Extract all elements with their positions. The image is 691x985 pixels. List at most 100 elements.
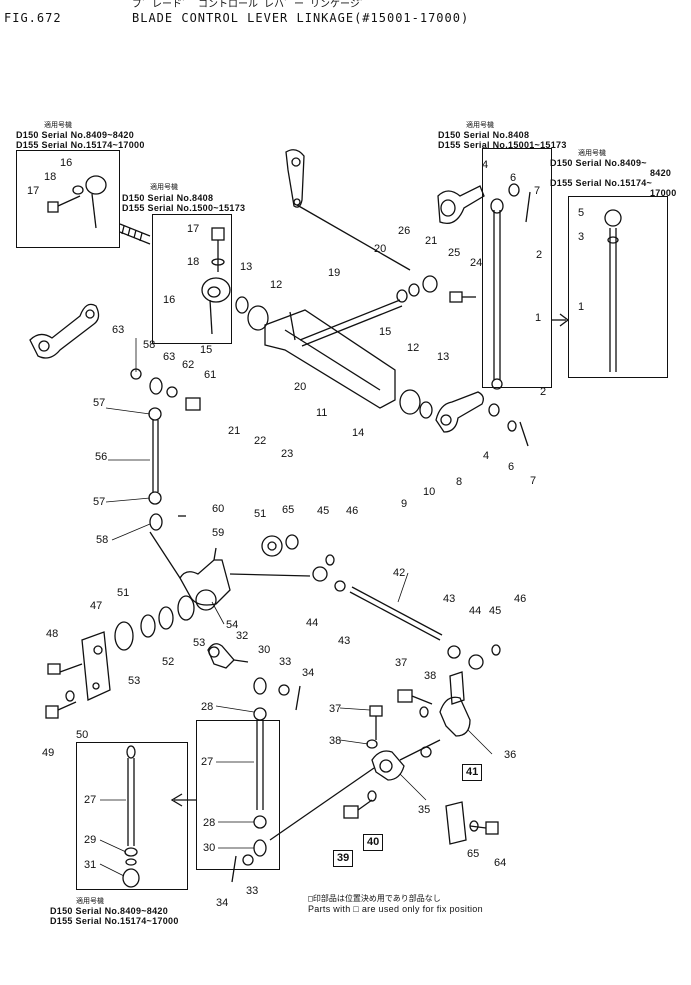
part-label-59: 59 <box>212 527 225 539</box>
part-label-1: 1 <box>535 312 542 324</box>
part-label-37: 37 <box>329 703 342 715</box>
part-label-29: 29 <box>84 834 97 846</box>
part-label-5: 5 <box>578 207 585 219</box>
part-label-51: 51 <box>117 587 130 599</box>
part-label-17: 17 <box>187 223 200 235</box>
part-label-64: 64 <box>494 857 507 869</box>
rod-end-30 <box>253 677 301 711</box>
serial-line: D155 Serial No.15174~17000 <box>50 916 179 926</box>
part-label-33: 33 <box>246 885 259 897</box>
part-label-65: 65 <box>467 848 480 860</box>
part-label-33: 33 <box>279 656 292 668</box>
part-label-3: 3 <box>578 231 585 243</box>
part-label-18: 18 <box>187 256 200 268</box>
serial-head: 適用号機 <box>76 897 104 905</box>
part-label-16: 16 <box>163 294 176 306</box>
part-label-36: 36 <box>504 749 517 761</box>
serial-line: D150 Serial No.8408 <box>122 193 214 203</box>
part-label-46: 46 <box>514 593 527 605</box>
part-label-57: 57 <box>93 496 106 508</box>
part-label-14: 14 <box>352 427 365 439</box>
part-label-2: 2 <box>536 249 543 261</box>
part-label-20: 20 <box>374 243 387 255</box>
part-label-13: 13 <box>437 351 450 363</box>
bolt-64 <box>445 801 499 845</box>
part-label-58: 58 <box>96 534 109 546</box>
middle-lever <box>149 531 311 611</box>
left-lever-arm <box>29 303 100 359</box>
right-bracket <box>396 185 485 303</box>
serial-line: D150 Serial No.8408 <box>438 130 530 140</box>
collar-upper-inset <box>201 227 231 335</box>
long-rod <box>312 554 501 670</box>
serial-head: 適用号機 <box>150 183 178 191</box>
boxed-part-label-39: 39 <box>333 850 354 867</box>
left-link-rod <box>130 368 201 531</box>
left-bracket <box>45 595 195 719</box>
part-label-49: 49 <box>42 747 55 759</box>
part-label-28: 28 <box>201 701 214 713</box>
part-label-54: 54 <box>226 619 239 631</box>
part-label-21: 21 <box>425 235 438 247</box>
part-label-11: 11 <box>316 407 328 419</box>
boxed-part-label-41: 41 <box>462 764 483 781</box>
inset-frame-bottom-mid <box>196 720 280 870</box>
part-label-62: 62 <box>182 359 195 371</box>
part-label-38: 38 <box>329 735 342 747</box>
part-label-7: 7 <box>530 475 537 487</box>
arrow-left <box>170 793 196 807</box>
hatched-stub <box>119 223 151 245</box>
right-lever-arm <box>435 391 484 433</box>
part-label-4: 4 <box>483 450 490 462</box>
inset-frame-upper-mid <box>152 214 232 344</box>
part-label-58: 58 <box>143 339 156 351</box>
part-label-12: 12 <box>407 342 420 354</box>
part-label-30: 30 <box>203 842 216 854</box>
part-label-17: 17 <box>27 185 40 197</box>
part-label-56: 56 <box>95 451 108 463</box>
inset-frame-right-a <box>482 148 552 388</box>
part-label-6: 6 <box>508 461 515 473</box>
inset-frame-bottom-left <box>76 742 188 890</box>
part-label-60: 60 <box>212 503 225 515</box>
part-label-43: 43 <box>443 593 456 605</box>
part-label-32: 32 <box>236 630 249 642</box>
serial-head: 適用号機 <box>44 121 72 129</box>
part-label-15: 15 <box>379 326 392 338</box>
part-label-52: 52 <box>162 656 175 668</box>
footnote-english: Parts with □ are used only for fix posit… <box>308 904 483 914</box>
inset-frame-right-b <box>568 196 668 378</box>
rod-end-parts <box>488 183 531 447</box>
part-label-21: 21 <box>228 425 241 437</box>
bushing-left <box>235 296 269 331</box>
lever-housing <box>264 309 396 409</box>
inset-frame-top-left <box>16 150 120 248</box>
part-label-35: 35 <box>418 804 431 816</box>
figure-title: BLADE CONTROL LEVER LINKAGE(#15001-17000… <box>132 11 470 25</box>
part-label-34: 34 <box>216 897 229 909</box>
part-label-37: 37 <box>395 657 408 669</box>
part-label-50: 50 <box>76 729 89 741</box>
bell-crank <box>397 671 471 737</box>
leader-lines <box>99 338 493 877</box>
part-label-26: 26 <box>398 225 411 237</box>
serial-head: 適用号機 <box>578 149 606 157</box>
serial-line: 8420 <box>650 168 672 178</box>
boxed-part-label-40: 40 <box>363 834 384 851</box>
serial-line: D155 Serial No.15174~17000 <box>16 140 145 150</box>
part-label-27: 27 <box>84 794 97 806</box>
part-label-24: 24 <box>470 257 483 269</box>
part-label-13: 13 <box>240 261 253 273</box>
part-label-44: 44 <box>306 617 319 629</box>
part-label-31: 31 <box>84 859 97 871</box>
part-label-25: 25 <box>448 247 461 259</box>
lower-bracket <box>269 705 441 841</box>
part-label-9: 9 <box>401 498 408 510</box>
part-label-48: 48 <box>46 628 59 640</box>
part-label-6: 6 <box>510 172 517 184</box>
part-label-4: 4 <box>482 159 489 171</box>
cross-shaft <box>299 299 403 347</box>
part-label-63: 63 <box>163 351 176 363</box>
part-label-19: 19 <box>328 267 341 279</box>
